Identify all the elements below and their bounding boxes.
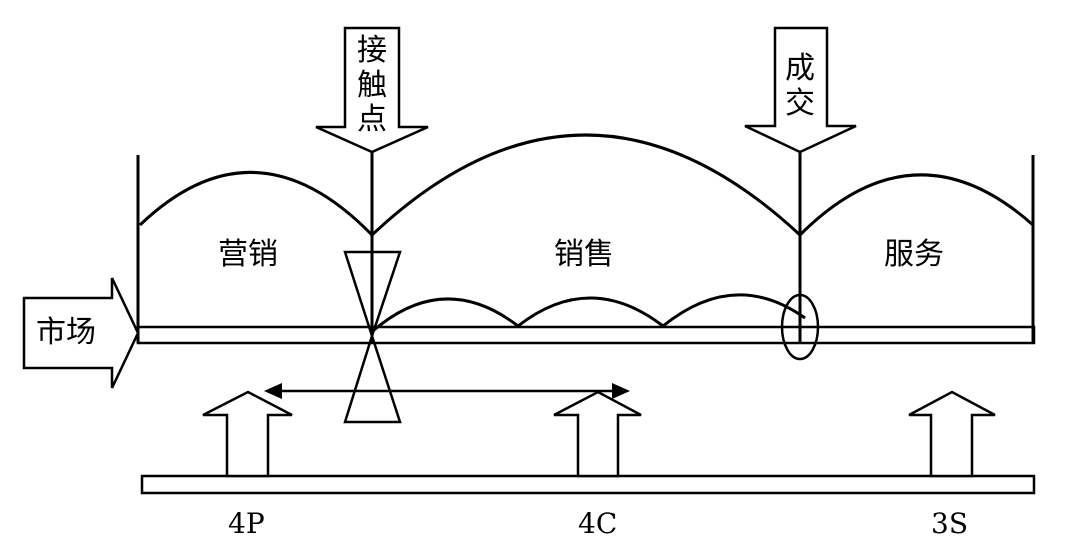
- label-4p: 4P: [228, 507, 265, 540]
- sales-label: 销售: [554, 237, 614, 272]
- range-arrow-left-head: [264, 383, 282, 399]
- deal-arrow: [744, 26, 857, 154]
- sales-arc: [370, 133, 802, 237]
- base-bar: [140, 474, 1036, 495]
- process-bar: [136, 325, 1036, 345]
- touchpoint-arrow: [315, 26, 429, 154]
- market-arrow: [22, 277, 140, 389]
- sales-sub-arc-3: [662, 293, 806, 328]
- touchpoint-label: 接触点: [357, 33, 387, 137]
- hourglass-bottom: [343, 331, 402, 424]
- sales-sub-arc-2: [517, 296, 664, 328]
- up-arrow-3s: [908, 390, 996, 478]
- market-label: 市场: [36, 315, 96, 350]
- label-3s: 3S: [931, 507, 968, 540]
- up-arrow-4c: [553, 390, 642, 478]
- service-label: 服务: [884, 237, 944, 272]
- sales-sub-arc-1: [373, 297, 519, 332]
- deal-label: 成交: [785, 51, 815, 121]
- hourglass-top: [343, 250, 402, 341]
- deal-ellipse: [780, 293, 820, 361]
- marketing-label: 营销: [218, 237, 278, 272]
- range-arrow-right-head: [612, 383, 630, 399]
- up-arrow-4p: [202, 390, 293, 478]
- label-4c: 4C: [578, 507, 618, 540]
- service-arc: [798, 173, 1034, 237]
- marketing-arc: [138, 171, 374, 237]
